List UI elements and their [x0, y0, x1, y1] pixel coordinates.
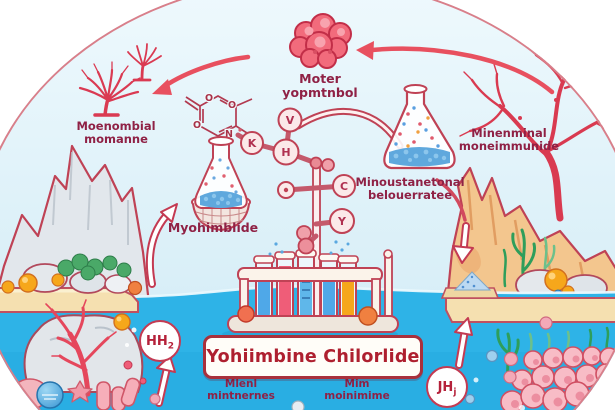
- label-bottom-left: Mlenl mintnernes: [207, 378, 275, 403]
- label-coral-left-line1: Moenombial: [76, 119, 156, 133]
- sand-shelf-left: [0, 253, 143, 313]
- sparkle-dots: [268, 240, 350, 256]
- starfish-icon: [67, 380, 93, 403]
- label-flask-left: Myohimblide: [168, 221, 258, 235]
- polyp-cluster-icon: [289, 13, 352, 69]
- underwater-left: [11, 299, 144, 410]
- gas-bubble-right: JHj: [426, 366, 468, 408]
- test-tube: [253, 255, 275, 324]
- blue-orb-icon: [36, 381, 64, 409]
- test-tube: [295, 249, 317, 328]
- page-title: Yohiimbine Chilorlide: [206, 347, 420, 367]
- label-cycle-top-line2: yopmtnbol: [282, 85, 358, 100]
- label-coral-left: Moenombial momanne: [76, 120, 155, 146]
- ring-stand-pole: [384, 255, 393, 323]
- label-cycle-top-line1: Moter: [299, 71, 341, 86]
- label-bottom-left-line2: mintnernes: [207, 389, 275, 402]
- test-tube-rack: [227, 249, 399, 333]
- label-bottom-right-line1: Mim: [344, 378, 370, 390]
- gas-bubble-left: HH2: [139, 320, 181, 362]
- water-bubbles: [1, 280, 553, 410]
- atom-c: C: [340, 180, 348, 193]
- arrow-right-down-icon: [435, 178, 474, 264]
- arrow-left-water-up-icon: [155, 355, 176, 407]
- cycle-arrow-left-icon: [152, 54, 251, 95]
- gas-bubble-left-text: HH: [145, 333, 168, 349]
- chem-atom-o1: O: [205, 93, 213, 104]
- cycle-arrow-right-icon: [356, 41, 555, 95]
- label-flask-right-line2: belouerratee: [367, 187, 453, 202]
- molecule-model: V K H C Y: [235, 107, 404, 256]
- gas-bubble-right-sub: j: [453, 387, 457, 398]
- red-coral-icon: [45, 299, 117, 397]
- coral-left-icon: [78, 43, 162, 117]
- chem-atom-n: N: [225, 129, 233, 140]
- label-cycle-top: Moter yopmtnbol: [282, 72, 357, 100]
- test-tube: [318, 253, 340, 324]
- chem-atom-o3: O: [193, 120, 201, 131]
- sand-shelf-right: [440, 271, 615, 323]
- title-plate: Yohiimbine Chilorlide: [203, 335, 423, 379]
- label-coral-right: Minenminal moneimmunide: [459, 127, 559, 153]
- arrow-right-water-up-icon: [454, 317, 473, 369]
- flask-left-icon: [191, 136, 251, 232]
- label-coral-right-line2: moneimmunide: [458, 138, 560, 153]
- gas-bubble-right-text: JH: [437, 379, 454, 395]
- coral-right-icon: [459, 47, 615, 222]
- chem-atom-o2: O: [228, 100, 236, 111]
- tube-sponge-icon: [96, 377, 141, 410]
- label-coral-left-line2: momanne: [84, 131, 148, 146]
- label-flask-right: Minoustanetonal belouerratee: [355, 176, 464, 202]
- label-coral-right-line1: Minenminal: [471, 126, 547, 140]
- atom-h: H: [281, 146, 290, 159]
- atom-k: K: [248, 137, 257, 150]
- label-flask-right-line1: Minoustanetonal: [355, 175, 465, 189]
- gas-bubble-left-sub: 2: [167, 341, 175, 352]
- label-bottom-right: Mim moinimime: [324, 378, 390, 403]
- label-bottom-right-line2: moinimime: [324, 389, 390, 402]
- label-bottom-left-line1: Mlenl: [224, 378, 258, 390]
- atom-v: V: [286, 114, 295, 127]
- label-flask-left-text: Myohimblide: [167, 220, 259, 235]
- atom-y: Y: [337, 215, 347, 228]
- arrow-mountain-up-icon: [145, 203, 178, 288]
- flask-right-icon: [383, 84, 456, 170]
- chemical-structure-icon: O O O N: [184, 92, 253, 141]
- bush-icon: [57, 253, 132, 281]
- test-tube: [274, 251, 296, 328]
- molecule-atoms: V K H C Y: [240, 107, 356, 234]
